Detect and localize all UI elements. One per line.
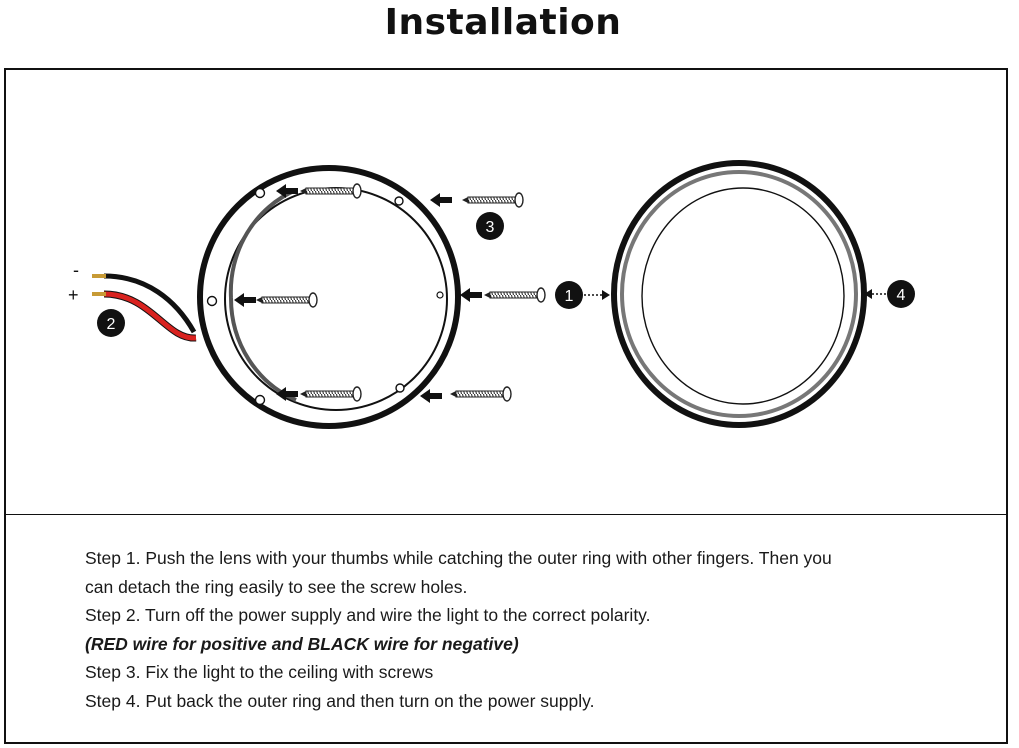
callout-2: 2 <box>97 309 125 337</box>
svg-text:3: 3 <box>486 219 495 236</box>
step-1-line-2: can detach the ring easily to see the sc… <box>85 576 468 597</box>
negative-sign: - <box>73 260 79 280</box>
arrow-left-icon <box>420 389 442 403</box>
arrow-left-icon <box>430 193 452 207</box>
step-2-note: (RED wire for positive and BLACK wire fo… <box>85 633 519 654</box>
screw-icon <box>461 192 524 208</box>
positive-sign: + <box>68 285 79 305</box>
red-wire <box>92 290 197 342</box>
callout-1: 1 <box>555 281 610 309</box>
page-title: Installation <box>384 2 622 43</box>
callout-4: 4 <box>864 280 915 308</box>
section-divider <box>6 514 1006 515</box>
light-assembled <box>611 160 867 428</box>
instruction-panel: - + <box>4 68 1008 744</box>
arrow-left-icon <box>460 288 482 302</box>
screw-icon <box>449 386 512 402</box>
step-2: Step 2. Turn off the power supply and wi… <box>85 605 651 626</box>
step-3: Step 3. Fix the light to the ceiling wit… <box>85 662 434 683</box>
screw-icon <box>483 287 546 303</box>
installation-steps: Step 1. Push the lens with your thumbs w… <box>85 544 985 716</box>
step-4: Step 4. Put back the outer ring and then… <box>85 690 595 711</box>
svg-text:1: 1 <box>565 288 574 305</box>
black-wire <box>92 273 197 334</box>
svg-text:4: 4 <box>897 287 906 304</box>
callout-3: 3 <box>476 212 504 240</box>
installation-diagram: - + <box>68 160 915 429</box>
step-1-line-1: Step 1. Push the lens with your thumbs w… <box>85 548 832 568</box>
svg-text:2: 2 <box>107 316 116 333</box>
